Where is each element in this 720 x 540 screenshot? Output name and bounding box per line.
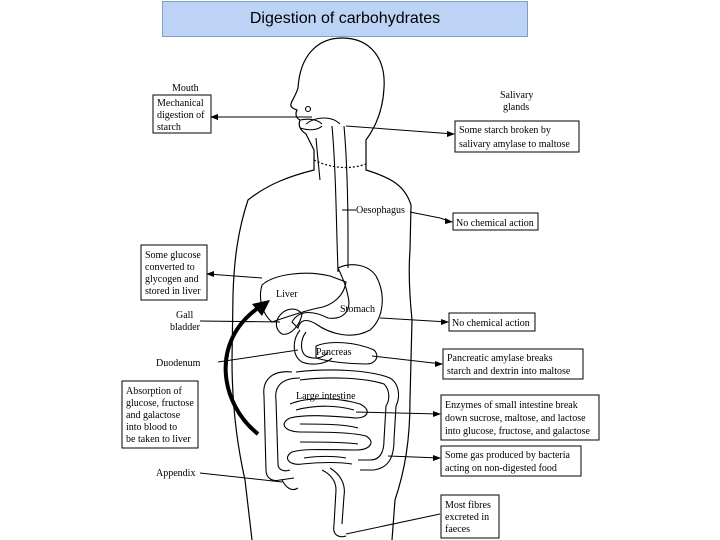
intestine-box-line-2: down sucrose, maltose, and lactose bbox=[445, 413, 586, 424]
pancreas-box-line-1: Pancreatic amylase breaks bbox=[447, 353, 553, 364]
pancreas-annotation: Pancreatic amylase breaks starch and dex… bbox=[442, 348, 584, 380]
liver-box-line-4: stored in liver bbox=[145, 286, 201, 297]
duodenum-organ bbox=[293, 329, 333, 365]
liver-label: Liver bbox=[276, 289, 298, 300]
fibres-box-line-1: Most fibres bbox=[445, 500, 491, 511]
pancreas-organ bbox=[315, 341, 378, 365]
stomach-box bbox=[448, 312, 536, 332]
oesophagus-box bbox=[452, 212, 539, 231]
liver-box-line-1: Some glucose bbox=[145, 250, 201, 261]
intestine-annotation: Enzymes of small intestine break down su… bbox=[440, 394, 600, 441]
liver-box-line-2: converted to bbox=[145, 262, 195, 273]
mouth-box bbox=[152, 94, 212, 134]
salivary-label-1: Salivary bbox=[500, 90, 533, 101]
stomach-organ bbox=[291, 264, 383, 336]
absorption-box-line-2: glucose, fructose bbox=[126, 398, 194, 409]
gall-bladder-label-1: Gall bbox=[176, 310, 193, 321]
bacteria-box-line-1: Some gas produced by bacteria bbox=[445, 450, 571, 461]
liver-annotation: Some glucose converted to glycogen and s… bbox=[140, 244, 208, 301]
mouth-box-line-3: starch bbox=[157, 122, 181, 133]
liver-box-line-3: glycogen and bbox=[145, 274, 199, 285]
mouth-label: Mouth bbox=[172, 83, 199, 94]
pancreas-label: Pancreas bbox=[316, 347, 352, 358]
appendix-label: Appendix bbox=[156, 468, 195, 479]
absorption-box-line-3: and galactose bbox=[126, 410, 181, 421]
liver-organ bbox=[259, 272, 347, 323]
duodenum-label: Duodenum bbox=[156, 358, 201, 369]
gall-bladder-label-2: bladder bbox=[170, 322, 201, 333]
bacteria-annotation: Some gas produced by bacteria acting on … bbox=[440, 445, 582, 477]
saliva-box-line-2: salivary amylase to maltose bbox=[459, 139, 570, 150]
left-pointer-lines bbox=[199, 114, 312, 483]
mouth-box-line-2: digestion of bbox=[157, 110, 205, 121]
stomach-annotation: No chemical action bbox=[448, 312, 536, 332]
mouth-box-line-1: Mechanical bbox=[157, 98, 204, 109]
gall-bladder-annotation: Gall bladder bbox=[170, 310, 201, 333]
pancreas-box-line-2: starch and dextrin into maltose bbox=[447, 366, 571, 377]
absorption-box bbox=[121, 380, 199, 449]
bacteria-box bbox=[440, 445, 582, 477]
salivary-annotation: Salivary glands Some starch broken by sa… bbox=[454, 90, 580, 153]
appendix-organ bbox=[281, 479, 299, 491]
body-outline bbox=[231, 37, 413, 540]
right-pointer-lines bbox=[342, 125, 455, 535]
large-intestine-organ bbox=[263, 371, 295, 482]
mouth-annotation: Mouth Mechanical digestion of starch bbox=[152, 83, 212, 134]
large-intestine-label: Large intestine bbox=[296, 391, 356, 402]
small-intestine-coils bbox=[283, 398, 372, 465]
absorption-box-line-4: into blood to bbox=[126, 422, 177, 433]
absorption-box-line-5: be taken to liver bbox=[126, 434, 191, 445]
title-box: Digestion of carbohydrates bbox=[162, 1, 528, 37]
fibres-box-line-2: excreted in bbox=[445, 512, 489, 523]
absorption-annotation: Absorption of glucose, fructose and gala… bbox=[121, 380, 199, 449]
saliva-box-line-1: Some starch broken by bbox=[459, 125, 551, 136]
fibres-box-line-3: faeces bbox=[445, 524, 470, 535]
intestine-box-line-1: Enzymes of small intestine break bbox=[445, 400, 578, 411]
salivary-label-2: glands bbox=[503, 102, 529, 113]
pancreas-box bbox=[442, 348, 584, 380]
mouth-and-oesophagus bbox=[299, 105, 349, 273]
fibres-annotation: Most fibres excreted in faeces bbox=[440, 494, 500, 539]
absorption-box-line-1: Absorption of bbox=[126, 386, 183, 397]
saliva-box bbox=[454, 120, 580, 153]
intestine-box bbox=[440, 394, 600, 441]
stomach-box-line-1: No chemical action bbox=[452, 318, 530, 329]
intestine-box-line-3: into glucose, fructose, and galactose bbox=[445, 426, 591, 437]
oesophagus-box-line-1: No chemical action bbox=[456, 218, 534, 229]
gall-bladder-organ bbox=[275, 308, 303, 335]
fibres-box bbox=[440, 494, 500, 539]
oesophagus-label: Oesophagus bbox=[356, 205, 405, 216]
oesophagus-annotation: No chemical action bbox=[452, 212, 539, 231]
page-title: Digestion of carbohydrates bbox=[249, 10, 441, 27]
liver-box bbox=[140, 244, 208, 301]
bacteria-box-line-2: acting on non-digested food bbox=[445, 463, 557, 474]
stomach-label: Stomach bbox=[340, 304, 375, 315]
